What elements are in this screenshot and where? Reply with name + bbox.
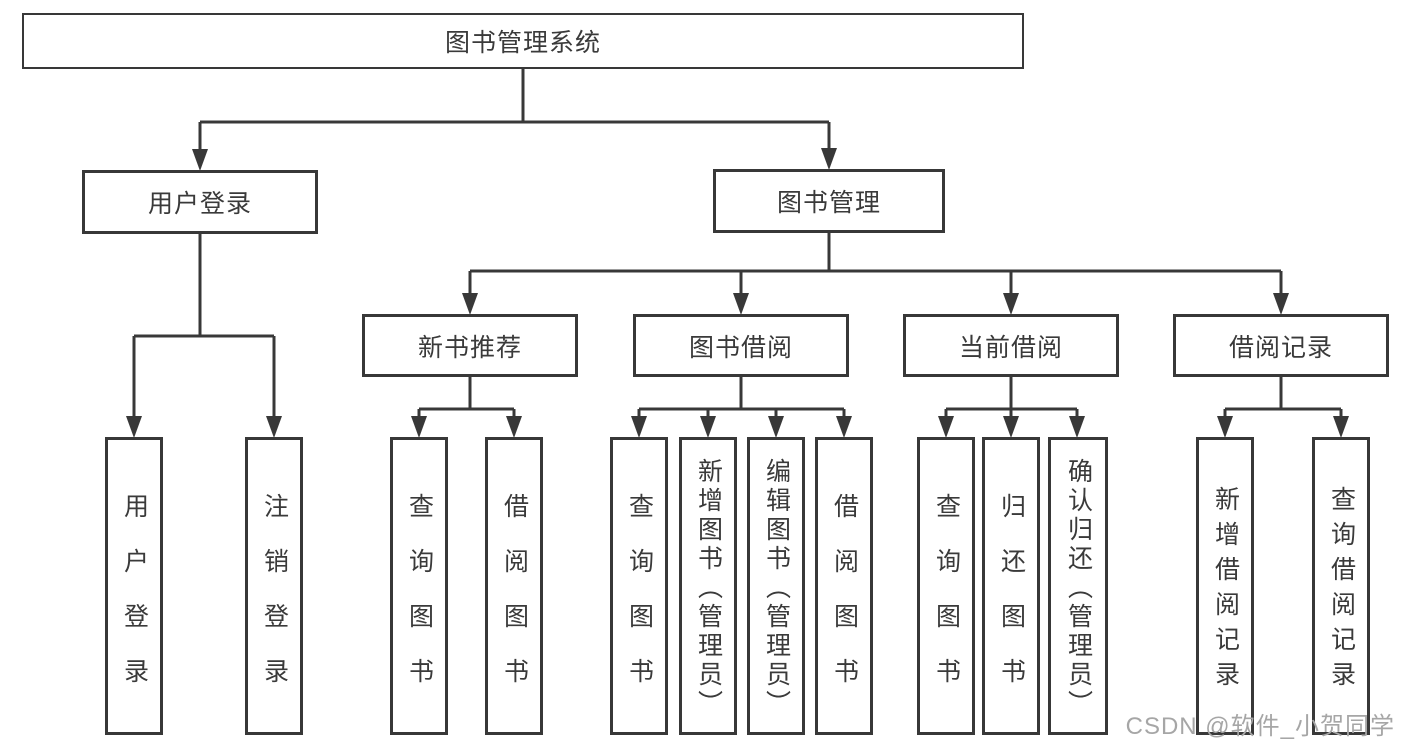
node-borrow-records: 借阅记录: [1173, 314, 1389, 377]
leaf-add-borrow-record: 新增借阅记录: [1196, 437, 1254, 735]
leaf-query-book-2-label: 查询图书: [625, 493, 654, 713]
leaf-user-login-label: 用户登录: [120, 493, 149, 713]
node-user-login: 用户登录: [82, 170, 318, 234]
leaf-confirm-return-admin: 确认归还（管理员）: [1048, 437, 1108, 735]
leaf-query-borrow-record: 查询借阅记录: [1312, 437, 1370, 735]
node-new-book-recommend: 新书推荐: [362, 314, 578, 377]
leaf-add-book-admin-label: 新增图书（管理员）: [694, 457, 723, 719]
leaf-query-book-1: 查询图书: [390, 437, 448, 735]
leaf-query-book-3-label: 查询图书: [932, 493, 961, 713]
node-current-borrow: 当前借阅: [903, 314, 1119, 377]
leaf-query-book-1-label: 查询图书: [405, 493, 434, 713]
node-current-borrow-label: 当前借阅: [958, 333, 1063, 362]
node-new-book-recommend-label: 新书推荐: [417, 333, 522, 362]
node-user-login-label: 用户登录: [147, 190, 252, 218]
leaf-edit-book-admin-label: 编辑图书（管理员）: [762, 457, 791, 719]
leaf-add-borrow-record-label: 新增借阅记录: [1211, 486, 1240, 696]
leaf-confirm-return-admin-label: 确认归还（管理员）: [1064, 457, 1093, 719]
leaf-query-borrow-record-label: 查询借阅记录: [1327, 486, 1356, 696]
leaf-return-book-label: 归还图书: [997, 493, 1026, 713]
leaf-edit-book-admin: 编辑图书（管理员）: [747, 437, 805, 735]
leaf-logout-label: 注销登录: [260, 493, 289, 713]
node-borrow-records-label: 借阅记录: [1228, 333, 1333, 362]
node-book-borrow: 图书借阅: [633, 314, 849, 377]
leaf-borrow-book-1-label: 借阅图书: [500, 493, 529, 713]
csdn-watermark: CSDN @软件_小贺同学: [1125, 713, 1395, 740]
node-root: 图书管理系统: [22, 13, 1024, 69]
node-book-borrow-label: 图书借阅: [688, 333, 793, 362]
leaf-user-login: 用户登录: [105, 437, 163, 735]
node-book-management-label: 图书管理: [776, 189, 881, 217]
leaf-borrow-book-2: 借阅图书: [815, 437, 873, 735]
leaf-query-book-2: 查询图书: [610, 437, 668, 735]
leaf-return-book: 归还图书: [982, 437, 1040, 735]
leaf-query-book-3: 查询图书: [917, 437, 975, 735]
node-root-label: 图书管理系统: [444, 29, 601, 57]
node-book-management: 图书管理: [713, 169, 945, 233]
leaf-add-book-admin: 新增图书（管理员）: [679, 437, 737, 735]
leaf-borrow-book-1: 借阅图书: [485, 437, 543, 735]
leaf-borrow-book-2-label: 借阅图书: [830, 493, 859, 713]
leaf-logout: 注销登录: [245, 437, 303, 735]
